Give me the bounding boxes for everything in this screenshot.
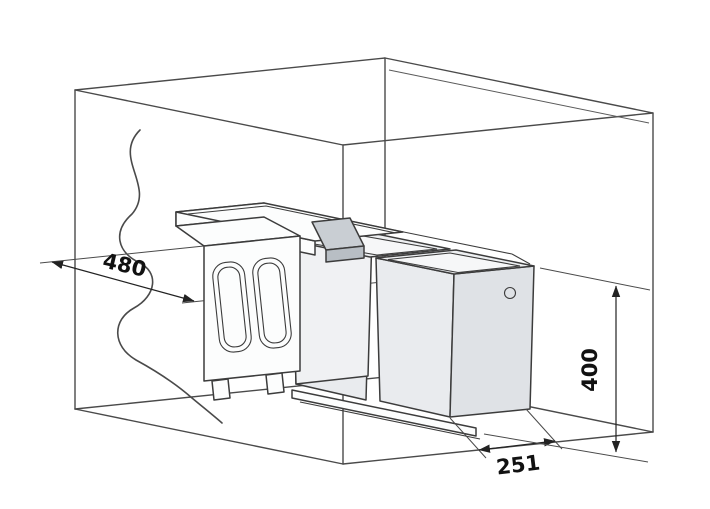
- bin-front: [291, 232, 451, 401]
- plate-foot-left: [211, 378, 231, 401]
- mount-slot-right: [252, 257, 292, 349]
- pull-out-unit: [175, 202, 535, 440]
- bin-rear-left-face: [375, 257, 455, 418]
- dim-height-label: 400: [578, 348, 602, 392]
- cabinet-bottom-left-edge: [74, 408, 344, 465]
- dim-height-extension-bottom: [483, 433, 649, 463]
- cabinet-top-face: [74, 57, 654, 146]
- bottom-rail: [291, 389, 477, 437]
- lid-bracket-face: [325, 245, 365, 263]
- dim-width-label: 251: [495, 450, 541, 479]
- front-mount-plate: [175, 216, 301, 401]
- cable-line: [117, 129, 223, 424]
- bin-rear-back-face: [449, 265, 535, 418]
- frame-top-rail-end: [511, 253, 531, 265]
- bin-rear-opening: [387, 252, 521, 274]
- dim-depth-extension-front: [39, 245, 205, 264]
- plate-body: [203, 235, 301, 382]
- mount-slot-left: [212, 261, 252, 353]
- rail-slide-line: [299, 401, 481, 440]
- bin-rear: [375, 249, 535, 418]
- mount-slot-right-inner: [257, 262, 287, 344]
- bin-rear-grip-hole: [503, 286, 517, 300]
- dim-height-group: 400: [483, 267, 651, 463]
- dim-depth-group: 480: [51, 249, 195, 303]
- dim-height-extension-top: [539, 267, 651, 291]
- dim-width-line: [478, 438, 556, 453]
- plate-foot-right: [265, 372, 285, 395]
- dim-width-group: 251: [449, 408, 563, 480]
- dim-width-extension-right: [525, 408, 563, 450]
- mount-slot-left-inner: [217, 266, 247, 348]
- right-panel-inner-line: [388, 69, 650, 124]
- dim-depth-line: [51, 260, 195, 303]
